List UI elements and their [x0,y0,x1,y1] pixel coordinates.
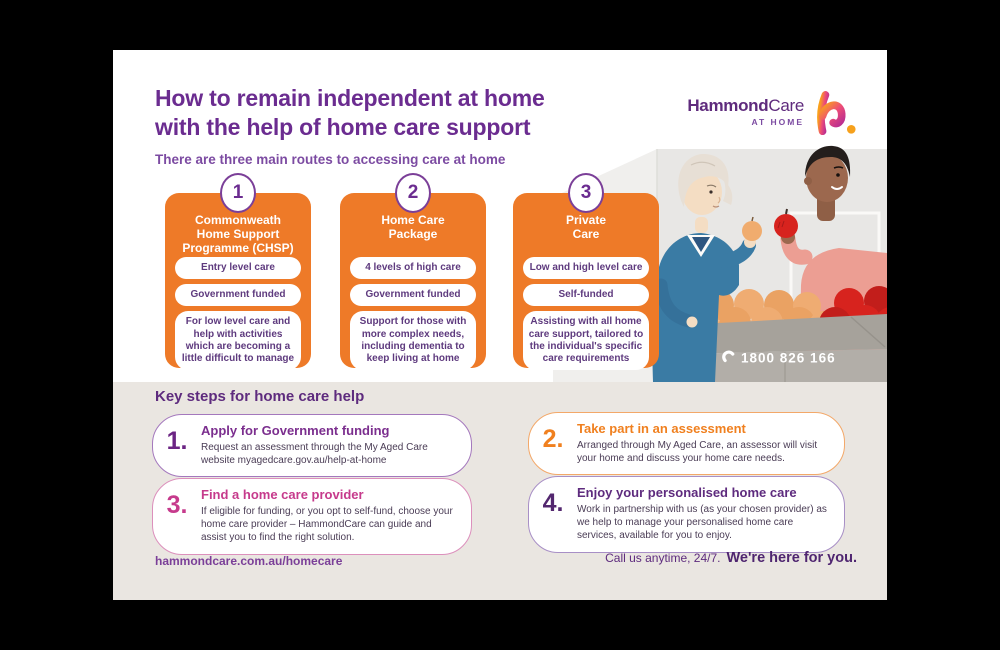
logo-brand-bold: Hammond [687,96,769,115]
step-number: 3. [166,491,188,519]
phone-number: 1800 826 166 [722,350,836,366]
hammondcare-h-mark-icon [817,91,856,136]
call-to-action: Call us anytime, 24/7. We're here for yo… [605,550,857,566]
route-card-private-care: 3 Private Care Low and high level care S… [513,173,659,371]
step-title: Find a home care provider [201,487,364,502]
route-title: Commonweath Home Support Programme (CHSP… [182,213,294,255]
red-apple-in-hand [774,208,798,238]
route-card-home-care-package: 2 Home Care Package 4 levels of high car… [340,173,486,371]
logo-brand-text: HammondCare [687,96,804,116]
route-title: Home Care Package [381,213,445,241]
step-number: 4. [542,489,564,517]
step-title: Enjoy your personalised home care [577,485,797,500]
step-title: Take part in an assessment [577,421,746,436]
step-card-3: 3. Find a home care provider If eligible… [152,478,472,555]
page-title: How to remain independent at home with t… [155,85,545,140]
here-for-you-text: We're here for you. [726,550,858,566]
logo-tagline: AT HOME [751,117,804,127]
route-title: Private Care [565,213,607,241]
step-card-2: 2. Take part in an assessment Arranged t… [528,412,845,476]
route-pill: Entry level care [175,257,301,280]
route-pill: Self-funded [523,284,649,307]
key-steps-heading: Key steps for home care help [155,388,365,405]
step-card-4: 4. Enjoy your personalised home care Wor… [528,476,845,553]
step-body: Request an assessment through the My Age… [201,441,428,467]
orange-in-hand [742,216,762,241]
route-pill: Low and high level care [523,257,649,280]
route-pill: 4 levels of high care [350,257,476,280]
route-pill: For low level care and help with activit… [175,311,301,371]
flyer-poster: 1800 826 166 How to re [113,50,887,600]
website-link[interactable]: hammondcare.com.au/homecare [155,554,343,568]
route-number-badge: 2 [395,173,431,213]
route-pill: Government funded [350,284,476,307]
route-number-badge: 1 [220,173,256,213]
route-pill: Support for those with more complex need… [350,311,476,371]
route-number-badge: 3 [568,173,604,213]
page-subtitle: There are three main routes to accessing… [155,152,506,167]
step-number: 1. [166,427,188,455]
route-pill: Government funded [175,284,301,307]
step-body: If eligible for funding, or you opt to s… [201,505,453,544]
phone-handset-icon [722,350,735,363]
step-body: Work in partnership with us (as your cho… [577,503,827,542]
fruit-stand-counter [681,314,887,382]
step-number: 2. [542,425,564,453]
step-card-1: 1. Apply for Government funding Request … [152,414,472,478]
elderly-woman-figure [652,153,762,382]
route-pill: Assisting with all home care support, ta… [523,311,649,371]
call-anytime-text: Call us anytime, 24/7. [605,551,721,565]
phone-number-text: 1800 826 166 [741,351,836,366]
logo-brand-light: Care [768,96,804,115]
step-body: Arranged through My Aged Care, an assess… [577,439,818,465]
hammondcare-logo: HammondCare AT HOME [687,90,857,138]
step-title: Apply for Government funding [201,423,390,438]
route-card-chsp: 1 Commonweath Home Support Programme (CH… [165,173,311,371]
